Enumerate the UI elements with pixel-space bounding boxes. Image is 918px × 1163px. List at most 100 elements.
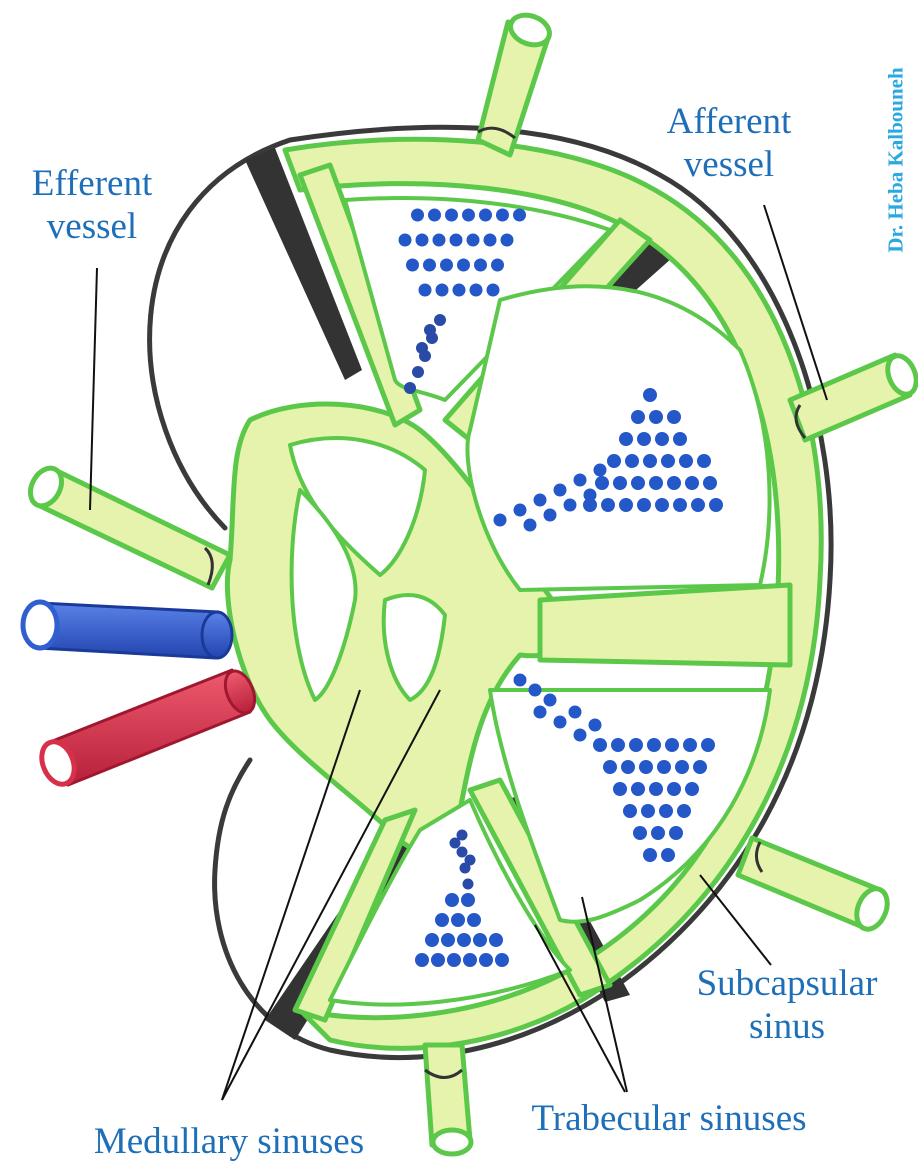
lymphocyte-dot <box>631 410 645 424</box>
lymphocyte-dot <box>643 454 657 468</box>
lymphocyte-dot <box>433 234 446 247</box>
lymphocyte-dot <box>453 284 466 297</box>
afferent-vessel <box>738 838 893 934</box>
lymphocyte-dot <box>665 738 679 752</box>
lymphocyte-dot <box>494 514 507 527</box>
lymphocyte-dot <box>647 738 661 752</box>
lymphocyte-dot <box>691 498 705 512</box>
lymphocyte-dot <box>619 432 633 446</box>
lymphocyte-dot <box>564 499 577 512</box>
lymphocyte-dot <box>679 454 693 468</box>
lymphocyte-dot <box>473 933 487 947</box>
lymphocyte-dot <box>593 738 607 752</box>
lymphocyte-dot <box>441 933 455 947</box>
lymphocyte-dot <box>416 342 428 354</box>
lymphocyte-dot <box>667 782 681 796</box>
leader-efferent <box>90 268 97 510</box>
lymphocyte-dot <box>667 476 681 490</box>
lymphocyte-dot <box>643 388 657 402</box>
lymphocyte-dot <box>619 498 633 512</box>
efferent-vessel-label-line2: vessel <box>12 205 172 248</box>
lymphocyte-dot <box>425 933 439 947</box>
lymphocyte-dot <box>701 738 715 752</box>
lymphocyte-dot <box>501 234 514 247</box>
lymphocyte-dot <box>643 848 657 862</box>
lymphocyte-dot <box>457 847 468 858</box>
lymphocyte-dot <box>639 760 653 774</box>
lymphocyte-dot <box>651 826 665 840</box>
lymphocyte-dot <box>544 694 557 707</box>
lymphocyte-dot <box>451 913 465 927</box>
lymphocyte-dot <box>514 674 527 687</box>
lymphocyte-dot <box>584 489 597 502</box>
lymphocyte-dot <box>621 760 635 774</box>
afferent-vessel-label-line1: Afferent <box>648 100 810 143</box>
lymphocyte-dot <box>479 209 492 222</box>
lymphocyte-dot <box>659 804 673 818</box>
lymphocyte-dot <box>631 782 645 796</box>
lymphocyte-dot <box>445 893 459 907</box>
lymphocyte-dot <box>574 474 587 487</box>
lymphocyte-dot <box>655 432 669 446</box>
lymphocyte-dot <box>649 476 663 490</box>
lymphocyte-dot <box>655 498 669 512</box>
lymphocyte-dot <box>495 953 509 967</box>
lymphocyte-dot <box>657 760 671 774</box>
lymphocyte-dot <box>461 893 475 907</box>
lymphocyte-dot <box>574 729 587 742</box>
vein <box>23 602 232 658</box>
lymphocyte-dot <box>613 782 627 796</box>
lymphocyte-dot <box>569 706 582 719</box>
lymphocyte-dot <box>399 234 412 247</box>
lymphocyte-dot <box>637 498 651 512</box>
lymphocyte-dot <box>450 838 461 849</box>
lymphocyte-dot <box>629 738 643 752</box>
lymphocyte-dot <box>524 519 537 532</box>
lymphocyte-dot <box>489 933 503 947</box>
lymphocyte-dot <box>424 324 436 336</box>
afferent-vessel <box>425 1045 471 1154</box>
lymphocyte-dot <box>484 234 497 247</box>
lymphocyte-dot <box>603 760 617 774</box>
lymphocyte-dot <box>416 234 429 247</box>
lymphocyte-dot <box>631 476 645 490</box>
lymphocyte-dot <box>534 494 547 507</box>
lymphocyte-dot <box>649 410 663 424</box>
lymphocyte-dot <box>623 804 637 818</box>
lymphocyte-dot <box>463 953 477 967</box>
lymphocyte-dot <box>554 484 567 497</box>
lymphocyte-dot <box>447 953 461 967</box>
lymphocyte-dot <box>479 953 493 967</box>
trabecular-sinus <box>540 585 790 665</box>
lymphocyte-dot <box>434 314 446 326</box>
lymphocyte-dot <box>703 476 717 490</box>
subcapsular-sinus-label: Subcapsular sinus <box>676 962 898 1048</box>
lymphocyte-dot <box>637 432 651 446</box>
lymphocyte-dot <box>412 366 424 378</box>
lymphocyte-dot <box>513 209 526 222</box>
medullary-sinuses-label: Medullary sinuses <box>74 1120 384 1163</box>
efferent-vessel <box>24 463 230 588</box>
lymphocyte-dot <box>465 855 476 866</box>
lymphocyte-dot <box>697 454 711 468</box>
lymphocyte-dot <box>661 848 675 862</box>
lymphocyte-dot <box>435 913 449 927</box>
lymphocyte-dot <box>661 454 675 468</box>
lymphocyte-dot <box>529 684 542 697</box>
lymphocyte-dot <box>423 259 436 272</box>
lymphocyte-dot <box>487 284 500 297</box>
efferent-vessel-label-line1: Efferent <box>12 162 172 205</box>
lymphocyte-dot <box>673 498 687 512</box>
trabecular-sinuses-label: Trabecular sinuses <box>505 1097 833 1140</box>
lymphocyte-dot <box>404 382 416 394</box>
lymphocyte-dot <box>649 782 663 796</box>
lymphocyte-dot <box>415 953 429 967</box>
lymphocyte-dot <box>457 259 470 272</box>
lymphocyte-dot <box>544 509 557 522</box>
lymphocyte-dot <box>611 738 625 752</box>
lymphocyte-dot <box>589 719 602 732</box>
lymphocyte-dot <box>406 259 419 272</box>
lymphocyte-dot <box>625 454 639 468</box>
lymphocyte-dot <box>685 476 699 490</box>
lymphocyte-dot <box>514 504 527 517</box>
